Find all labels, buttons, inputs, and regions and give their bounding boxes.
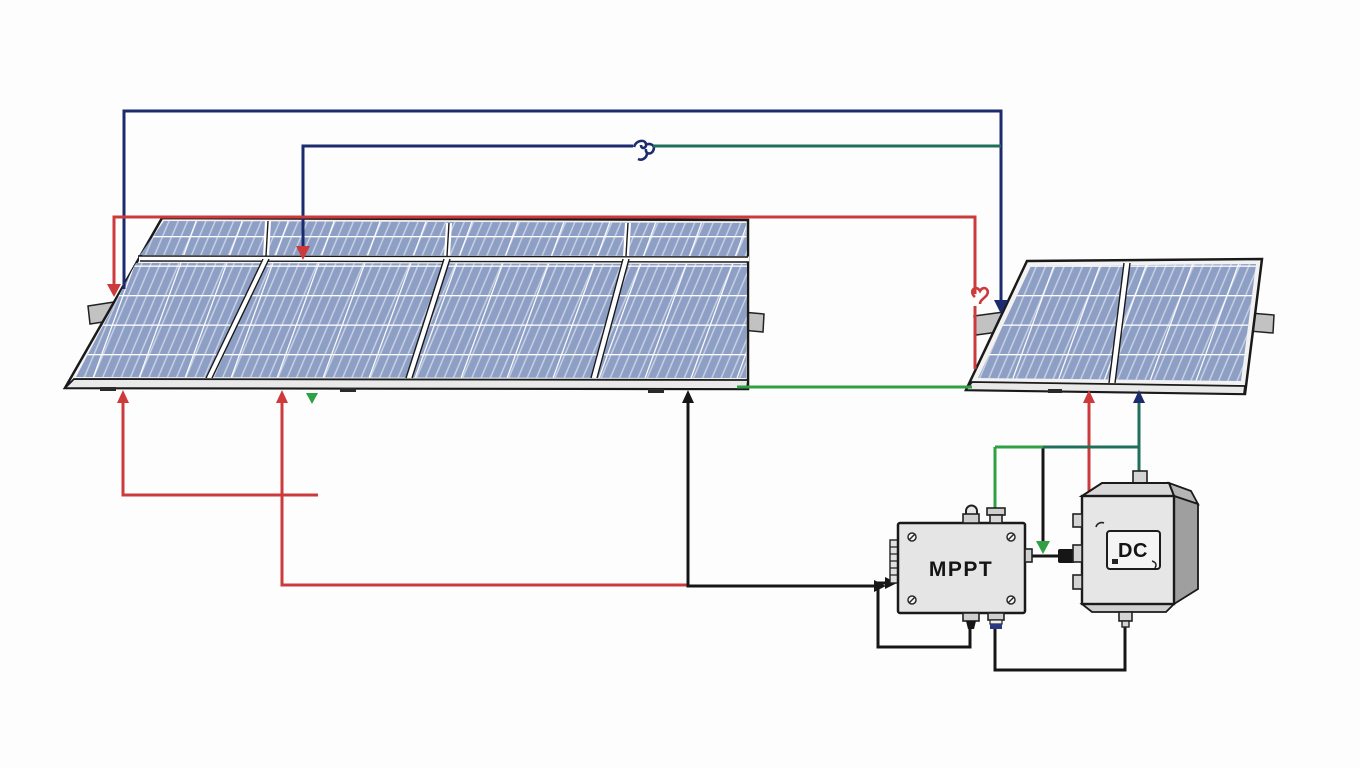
mppt-bottom-port-1-plug <box>966 621 976 629</box>
small-array-cells <box>978 262 1256 384</box>
large-array-back-row <box>140 220 747 257</box>
arrow-red-up-panel2 <box>276 390 288 403</box>
dc-left-port-plug <box>1058 549 1075 563</box>
dc-left-port-1 <box>1072 513 1083 528</box>
dc-side-3d <box>1173 494 1199 606</box>
arrow-red-down-left-panel <box>107 284 121 297</box>
wire-red-curl <box>970 286 990 305</box>
small-solar-array <box>964 257 1275 396</box>
mppt-top-port-1 <box>962 513 980 524</box>
wire-navy-second-bus <box>301 144 633 247</box>
dc-plate-mark <box>1112 559 1118 564</box>
large-array-front-row <box>76 257 747 380</box>
large-array-bottom-rail <box>62 378 750 390</box>
arrow-navy-down-small-array <box>994 300 1008 314</box>
arrow-red-down-panel2 <box>296 246 310 260</box>
dc-plate-curl <box>1151 560 1157 569</box>
mppt-bottom-port-1 <box>962 612 980 622</box>
dc-box: DC <box>1058 470 1200 628</box>
dc-label-plate <box>1106 530 1161 570</box>
arrow-black-into-mppt-1 <box>874 580 886 592</box>
arrow-red-up-small-array <box>1083 390 1095 403</box>
dc-bottom-port <box>1118 611 1133 622</box>
wiring <box>107 109 1145 672</box>
wire-red-top-bus <box>112 215 977 294</box>
large-solar-array <box>62 216 765 393</box>
dc-label: DC <box>1118 540 1148 562</box>
wire-black-array-to-mppt <box>686 394 876 588</box>
arrow-red-up-panel1 <box>117 390 129 403</box>
mppt-top-port-arch <box>965 504 978 514</box>
wire-navy-top-bus <box>122 109 1003 302</box>
mppt-bottom-port-2-plug <box>990 624 1002 629</box>
mppt-label: MPPT <box>929 558 993 581</box>
mppt-bottom-port-2-mid <box>989 619 1003 625</box>
arrow-green-down-junction <box>1036 541 1050 554</box>
mppt-controller: MPPT <box>889 504 1033 629</box>
dc-left-port-3 <box>1072 574 1083 590</box>
dc-left-port-2 <box>1072 544 1083 563</box>
dc-cap <box>1078 482 1176 497</box>
dc-bottom-cut <box>1079 603 1177 613</box>
arrow-green-down-panel2 <box>306 393 318 404</box>
dc-face-arc-detail <box>1095 521 1105 528</box>
mppt-top-port-2 <box>989 514 1003 524</box>
large-array-foot <box>340 388 356 392</box>
large-array-foot <box>648 389 664 393</box>
wire-black-mppt-to-dc-bottom <box>993 619 1127 672</box>
wire-black-mppt-loopback <box>876 581 972 649</box>
wire-red-loop-b <box>280 394 688 587</box>
mppt-right-port <box>1024 548 1033 563</box>
large-array-row-divider <box>138 255 750 262</box>
mppt-screws <box>907 532 1016 605</box>
dc-bottom-port-tip <box>1121 620 1130 628</box>
mppt-bottom-port-2 <box>987 612 1005 621</box>
wire-red-loop-a <box>121 394 318 497</box>
large-array-foot <box>100 387 116 391</box>
mppt-top-port-2-cap <box>986 507 1006 516</box>
arrow-navy-up-small-array <box>1133 390 1145 403</box>
arrow-black-up-panel3 <box>682 390 694 403</box>
mppt-body <box>896 521 1027 615</box>
wire-splice-squiggle <box>632 139 656 161</box>
small-array-foot <box>1048 389 1062 393</box>
